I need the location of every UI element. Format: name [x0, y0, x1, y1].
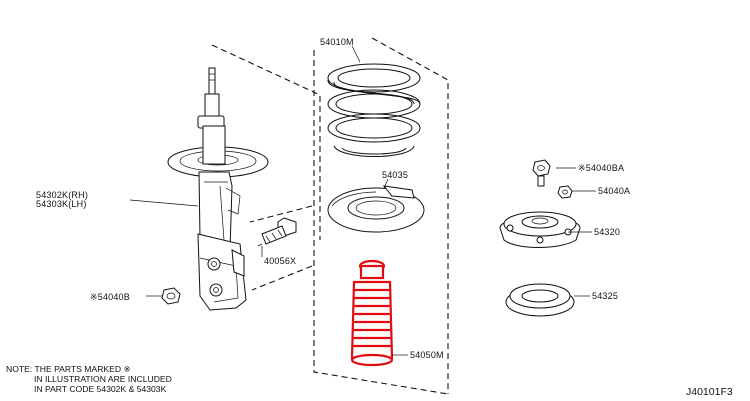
leader-lines [129, 45, 596, 356]
label-strut-mount: 54320 [594, 227, 620, 237]
strut-assembly [167, 67, 269, 311]
dust-boot [350, 259, 394, 367]
coil-spring [327, 63, 421, 157]
top-nut-54040ba [532, 159, 551, 187]
label-strut-nut: ※54040B [90, 292, 130, 302]
label-dust-boot: 54050M [410, 350, 444, 360]
note-line-3: IN PART CODE 54302K & 54303K [34, 384, 167, 394]
label-small-nut: 54040A [598, 186, 630, 196]
spring-seat [327, 185, 425, 233]
note-line-2: IN ILLUSTRATION ARE INCLUDED [34, 374, 172, 384]
small-nut-54040a [557, 185, 573, 199]
label-strut-lh: 54303K(LH) [36, 199, 87, 209]
assembly-guide-lines [211, 37, 449, 395]
label-strut-rh: 54302K(RH) [36, 190, 88, 200]
note-line-1: NOTE: THE PARTS MARKED ※ [6, 364, 131, 374]
parts-note: NOTE: THE PARTS MARKED ※ IN ILLUSTRATION… [6, 364, 172, 394]
nut-54040b [161, 287, 181, 305]
label-spring: 54010M [320, 37, 354, 47]
label-bolt: 40056X [264, 256, 296, 266]
strut-mount [499, 211, 581, 248]
label-bearing: 54325 [592, 291, 618, 301]
figure-reference: J40101F3 [686, 386, 733, 398]
bolt-40056x [257, 217, 297, 247]
bearing [505, 283, 575, 317]
label-spring-seat: 54035 [382, 170, 408, 180]
label-top-nut: ※54040BA [578, 163, 624, 173]
